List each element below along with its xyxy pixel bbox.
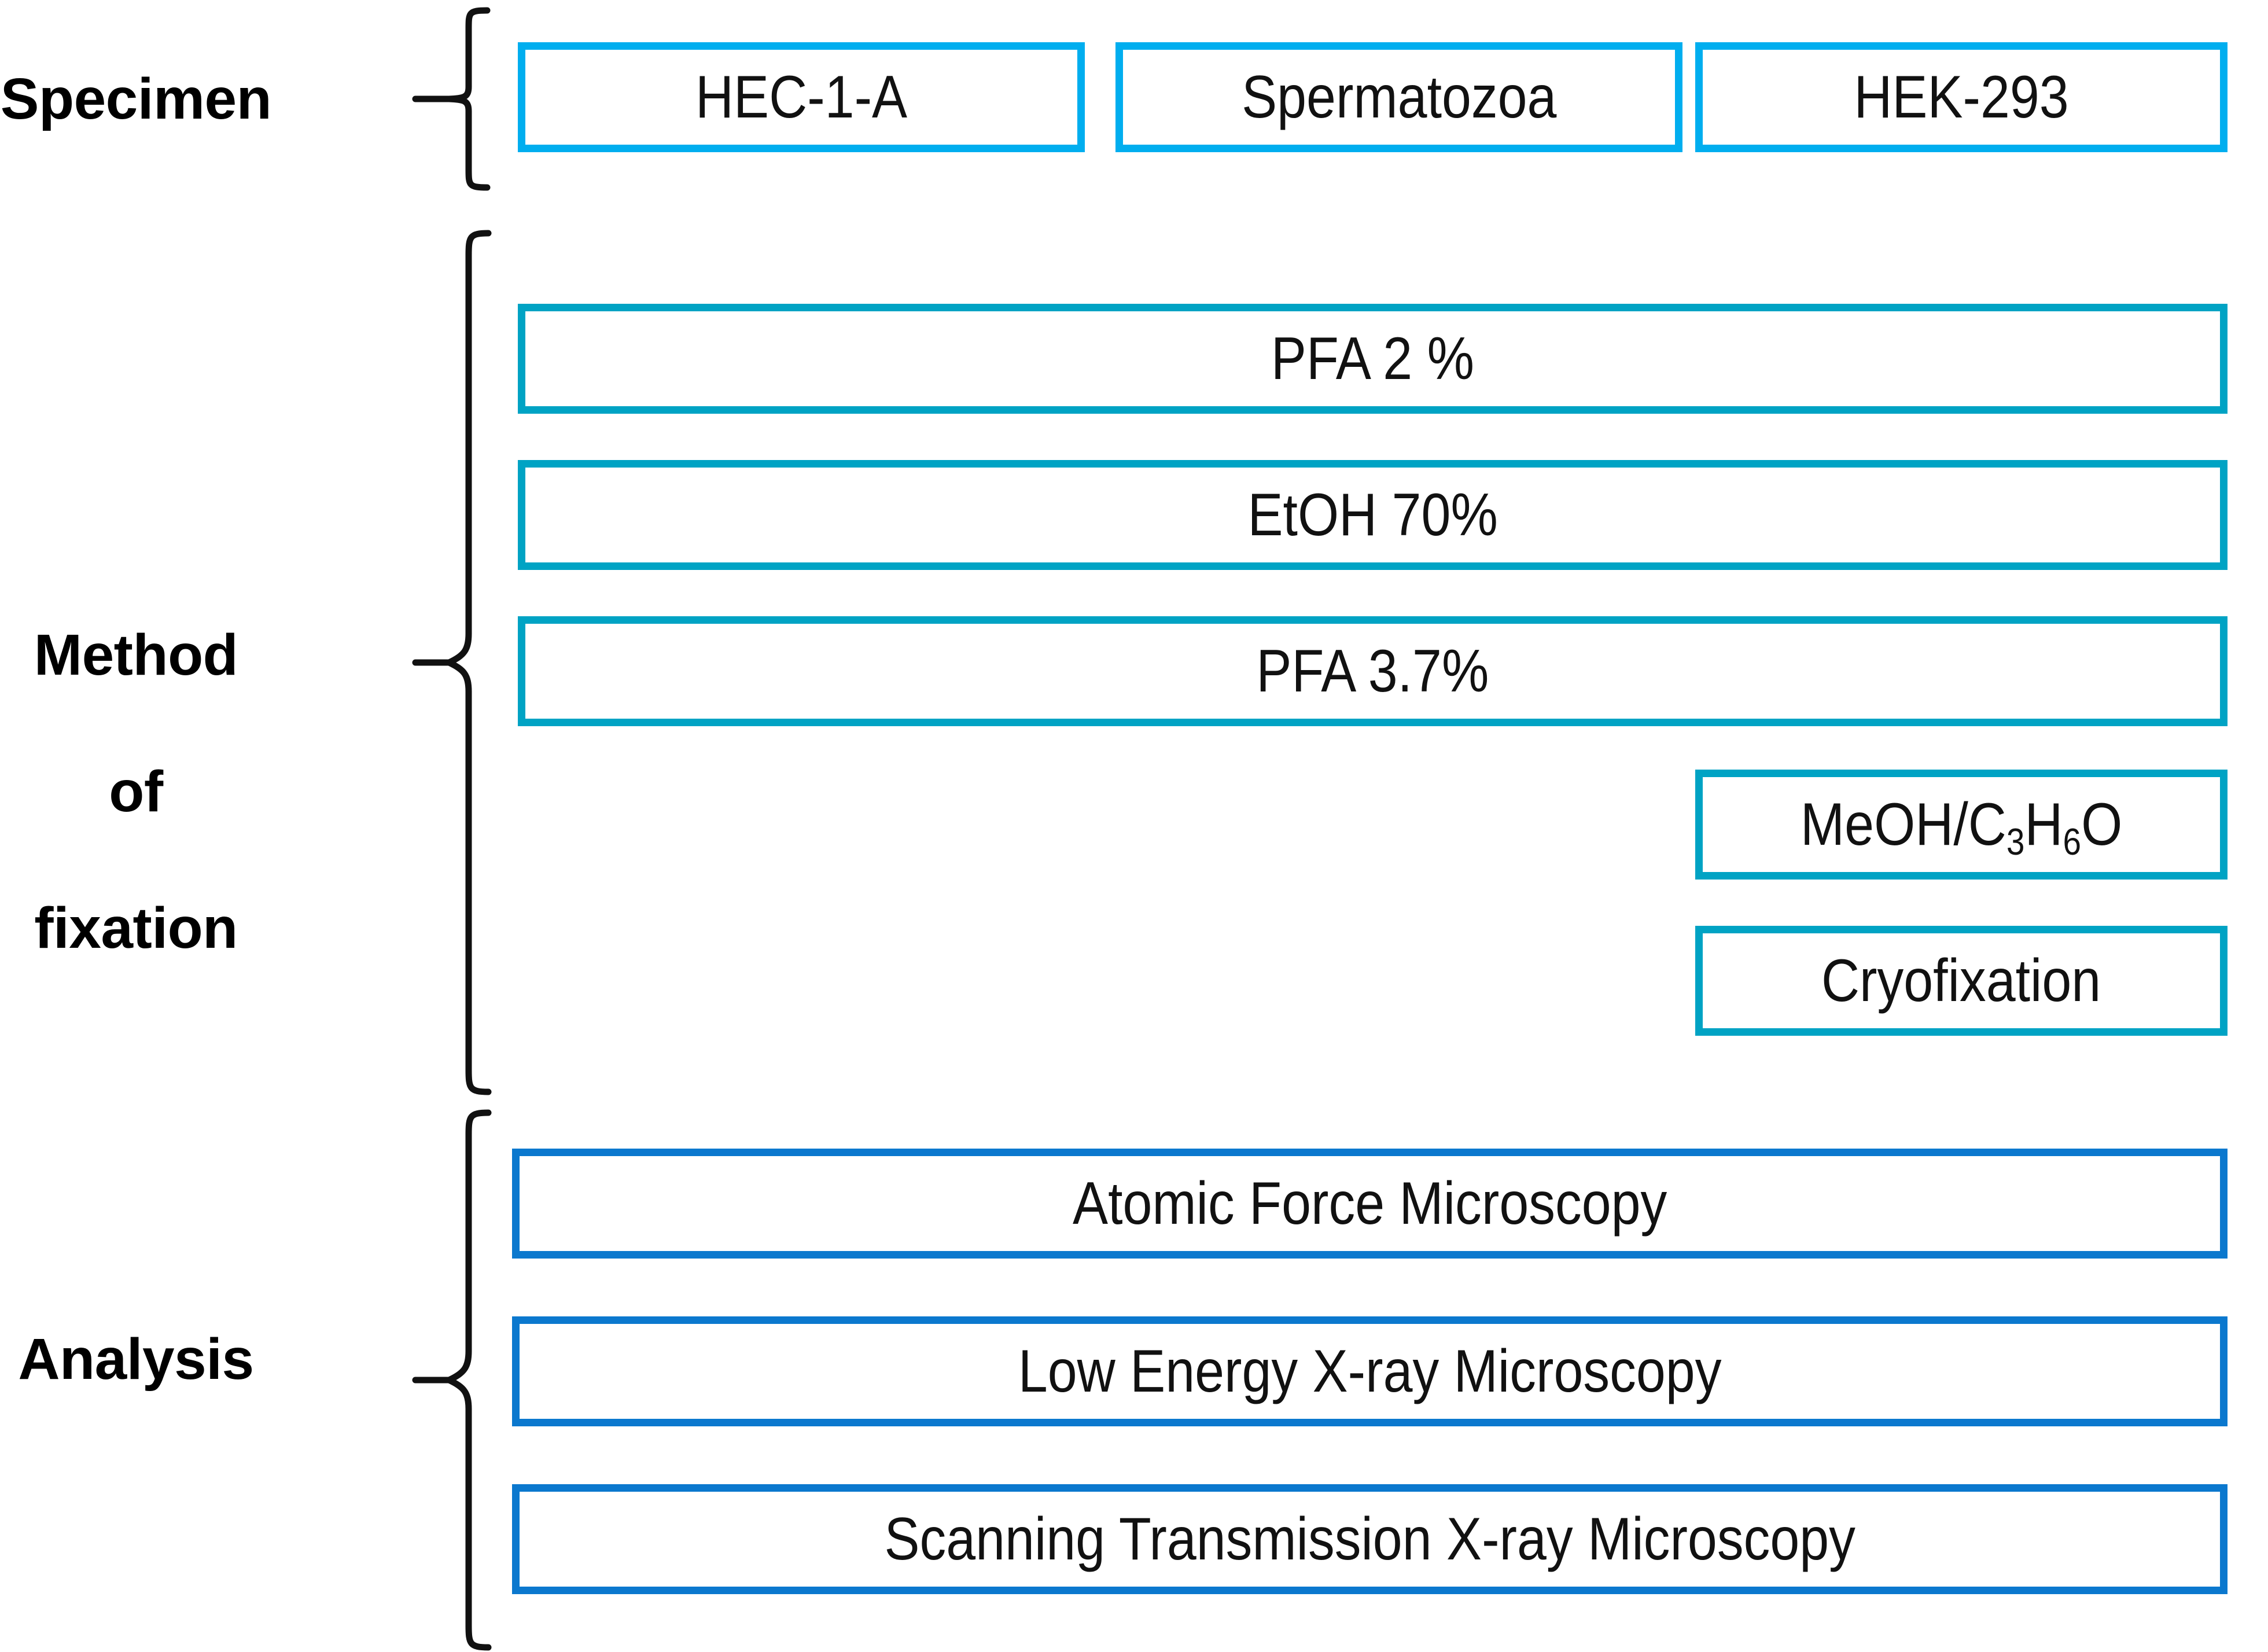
group-label-fixation-line2: of [109,759,163,824]
brace-fixation [411,229,492,1097]
meoh-mid: H [2024,791,2063,858]
fixation-box-pfa-3-7-label: PFA 3.7% [1256,638,1489,705]
specimen-box-hek-293[interactable]: HEK-293 [1695,42,2228,152]
analysis-box-lexm[interactable]: Low Energy X-ray Microscopy [512,1316,2228,1426]
specimen-box-hec-1-a[interactable]: HEC-1-A [518,42,1085,152]
meoh-sub2: 6 [2063,821,2081,863]
group-label-specimen: Specimen [0,67,272,131]
specimen-box-hek-293-label: HEK-293 [1854,64,2069,131]
specimen-box-spermatozoa-label: Spermatozoa [1241,64,1557,131]
meoh-suffix: O [2081,791,2123,858]
meoh-prefix: MeOH/C [1800,791,2006,858]
fixation-box-pfa-2-label: PFA 2 % [1271,325,1475,392]
fixation-box-cryofixation-label: Cryofixation [1821,947,2101,1014]
meoh-sub1: 3 [2006,821,2025,863]
group-label-fixation-line3: fixation [34,896,238,961]
analysis-box-stxm-label: Scanning Transmission X-ray Microscopy [884,1506,1855,1573]
fixation-box-etoh-70[interactable]: EtOH 70% [518,460,2228,570]
fixation-box-etoh-70-label: EtOH 70% [1247,481,1498,549]
fixation-box-cryofixation[interactable]: Cryofixation [1695,926,2228,1036]
brace-specimen [411,6,492,191]
group-label-fixation-line1: Method [34,623,238,687]
analysis-box-afm-label: Atomic Force Microscopy [1072,1170,1667,1237]
specimen-box-hec-1-a-label: HEC-1-A [695,64,908,131]
fixation-box-pfa-3-7[interactable]: PFA 3.7% [518,616,2228,726]
fixation-box-pfa-2[interactable]: PFA 2 % [518,304,2228,414]
specimen-box-spermatozoa[interactable]: Spermatozoa [1115,42,1682,152]
analysis-box-afm[interactable]: Atomic Force Microscopy [512,1149,2228,1259]
fixation-box-meoh-acetone-label: MeOH/C3H6O [1800,791,2123,860]
brace-analysis [411,1108,492,1652]
group-label-fixation: Method of fixation [0,553,272,1031]
analysis-box-stxm[interactable]: Scanning Transmission X-ray Microscopy [512,1484,2228,1594]
analysis-box-lexm-label: Low Energy X-ray Microscopy [1018,1338,1722,1405]
group-label-analysis: Analysis [18,1327,254,1392]
fixation-box-meoh-acetone[interactable]: MeOH/C3H6O [1695,770,2228,880]
